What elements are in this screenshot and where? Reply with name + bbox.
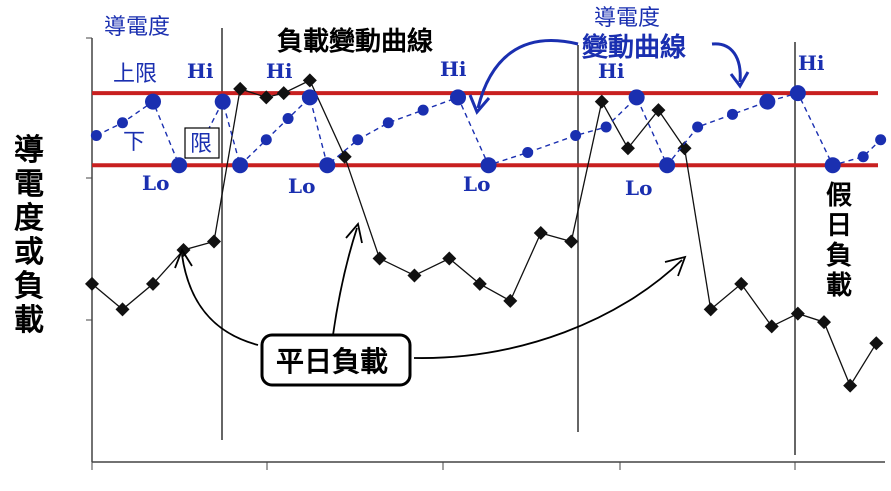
load-point <box>594 94 609 109</box>
load-point <box>302 73 317 88</box>
hi-lo-labels: Hi Hi Hi Hi Hi Lo Lo Lo Lo <box>142 51 825 200</box>
load-point <box>843 378 858 393</box>
lo-label: Lo <box>463 172 490 196</box>
conductivity-point <box>90 130 102 142</box>
conductivity-point <box>659 157 676 174</box>
curve-arrows <box>468 39 750 115</box>
conductivity-point <box>282 113 294 125</box>
label-weekday-load: 平日負載 <box>276 345 388 378</box>
load-point <box>407 268 422 283</box>
load-point <box>207 234 221 249</box>
y-axis-label: 導電度或負載 <box>14 133 44 338</box>
arrow-to-peak-head <box>729 71 750 89</box>
load-point <box>85 276 99 291</box>
arrow-to-dip <box>476 39 579 109</box>
load-point <box>620 141 635 156</box>
conductivity-point <box>117 117 128 129</box>
load-point <box>533 226 548 241</box>
conductivity-point <box>450 89 466 106</box>
load-point <box>817 315 831 330</box>
conductivity-point <box>480 157 497 174</box>
label-conductivity-right: 導電度 <box>594 6 660 31</box>
weekday-load-box <box>260 333 412 387</box>
conductivity-point <box>260 134 272 146</box>
conductivity-point <box>789 85 806 102</box>
lo-label: Lo <box>142 171 169 195</box>
conductivity-point <box>232 157 249 174</box>
load-point <box>790 306 805 321</box>
series-load <box>85 73 884 393</box>
conductivity-point <box>727 108 738 120</box>
load-point <box>115 302 130 317</box>
load-line <box>91 79 877 388</box>
arrow-left-head <box>174 248 193 269</box>
conductivity-point <box>522 146 534 158</box>
hi-label: Hi <box>598 59 625 83</box>
load-point <box>869 336 884 351</box>
conductivity-point <box>352 134 364 146</box>
arrow-middle <box>332 227 358 336</box>
conductivity-point <box>214 93 231 110</box>
load-point <box>677 141 692 156</box>
arrow-middle-head <box>345 222 363 244</box>
load-point <box>259 90 274 105</box>
chart-title: 負載變動曲線 <box>277 26 433 57</box>
weekday-arrows <box>174 222 687 359</box>
conductivity-point <box>171 157 188 174</box>
conductivity-point <box>319 157 336 174</box>
load-point <box>337 149 352 164</box>
load-point <box>442 251 457 266</box>
conductivity-point <box>301 89 318 106</box>
load-point <box>472 276 487 291</box>
load-point <box>651 103 666 118</box>
conductivity-point <box>857 151 869 163</box>
conductivity-point <box>570 130 582 142</box>
conductivity-point <box>759 93 776 110</box>
hi-label: Hi <box>440 57 467 81</box>
hi-label: Hi <box>798 51 825 75</box>
load-point <box>734 276 749 291</box>
load-point <box>764 319 779 334</box>
load-point <box>233 81 248 96</box>
load-point <box>276 86 291 101</box>
label-holiday-load: 假日負載 <box>826 181 852 301</box>
load-point <box>503 293 518 308</box>
label-lower: 下 <box>123 130 145 155</box>
conductivity-point <box>692 121 704 133</box>
label-lower-limit-box <box>184 127 220 159</box>
conductivity-point <box>875 134 887 146</box>
conductivity-line <box>96 92 882 167</box>
hi-label: Hi <box>266 59 293 83</box>
conductivity-point <box>145 93 161 110</box>
load-point <box>564 234 579 249</box>
axes <box>86 37 885 470</box>
arrow-right <box>413 259 683 359</box>
lo-label: Lo <box>288 174 315 198</box>
load-point <box>372 251 387 266</box>
series-conductivity <box>90 85 887 174</box>
lo-label: Lo <box>625 176 652 200</box>
label-variation-curve: 變動曲線 <box>582 32 686 63</box>
arrow-right-head <box>664 255 687 277</box>
label-lower-limit: 限 <box>190 132 212 157</box>
conductivity-point <box>600 121 612 133</box>
arrow-left <box>181 254 259 346</box>
conductivity-point <box>824 157 841 174</box>
arrow-to-peak <box>711 42 742 83</box>
arrow-to-dip-head <box>468 94 491 115</box>
conductivity-point <box>382 117 394 129</box>
label-conductivity-top: 導電度 <box>104 15 170 40</box>
conductivity-point <box>628 89 645 106</box>
conductivity-point <box>417 104 429 116</box>
load-point <box>146 276 160 291</box>
label-upper-limit: 上限 <box>113 62 157 87</box>
load-point <box>703 302 718 317</box>
hi-label: Hi <box>187 59 214 83</box>
